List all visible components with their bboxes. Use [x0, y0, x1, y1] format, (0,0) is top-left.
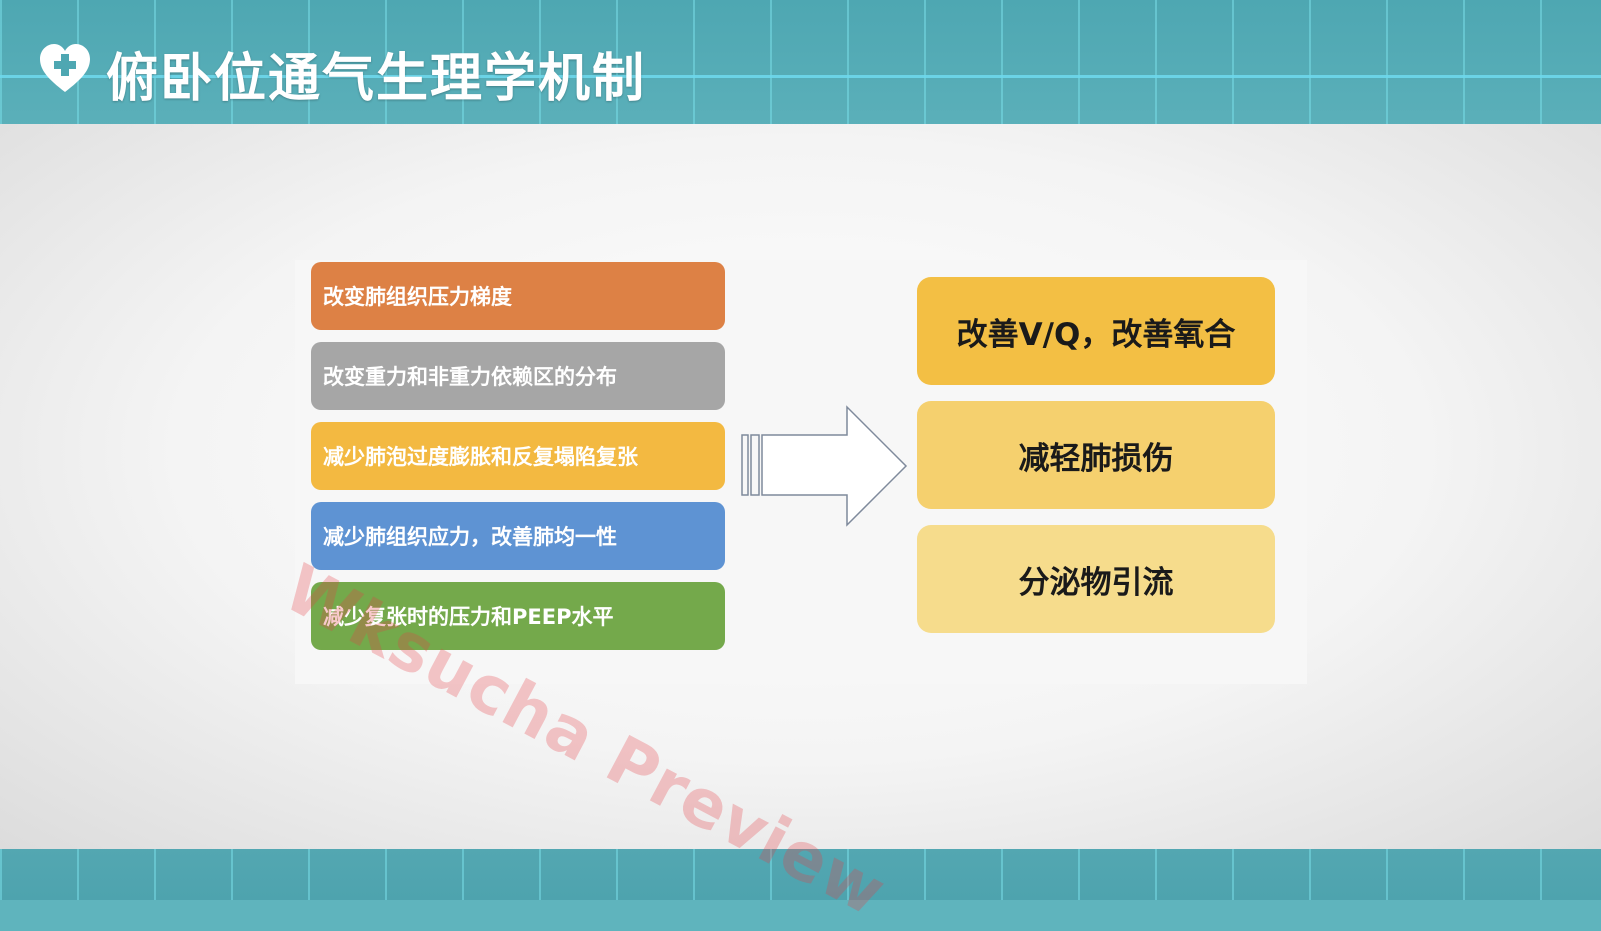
cause-box-gravity-distribution: 改变重力和非重力依赖区的分布	[311, 342, 725, 410]
cause-box-peep-level: 减少复张时的压力和PEEP水平	[311, 582, 725, 650]
right-arrow-icon	[741, 405, 908, 527]
cause-box-lung-stress: 减少肺组织应力，改善肺均一性	[311, 502, 725, 570]
cause-box-pressure-gradient: 改变肺组织压力梯度	[311, 262, 725, 330]
effect-box-lung-injury: 减轻肺损伤	[917, 401, 1275, 509]
effect-box-secretion-drainage: 分泌物引流	[917, 525, 1275, 633]
mechanism-diagram: 改变肺组织压力梯度 改变重力和非重力依赖区的分布 减少肺泡过度膨胀和反复塌陷复张…	[295, 260, 1307, 684]
cause-box-alveolar-overdistension: 减少肺泡过度膨胀和反复塌陷复张	[311, 422, 725, 490]
page-title: 俯卧位通气生理学机制	[106, 49, 647, 109]
effect-box-vq-oxygenation: 改善V/Q，改善氧合	[917, 277, 1275, 385]
slide-header: 俯卧位通气生理学机制	[0, 0, 1601, 124]
header-line	[0, 75, 1601, 78]
heart-plus-icon	[40, 44, 90, 92]
